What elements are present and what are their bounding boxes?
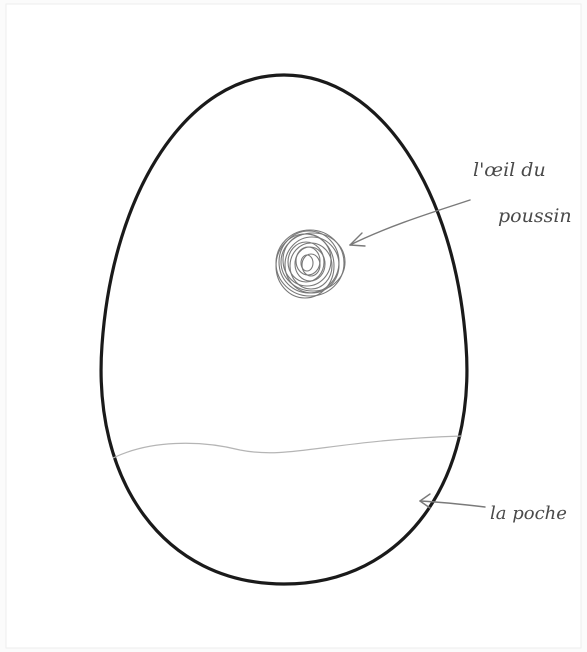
eye-label-line2: poussin: [498, 205, 572, 227]
eye-label-line1: l'œil du: [473, 159, 546, 181]
paper-sheet: [6, 4, 581, 648]
pocket-label: la poche: [490, 503, 567, 524]
